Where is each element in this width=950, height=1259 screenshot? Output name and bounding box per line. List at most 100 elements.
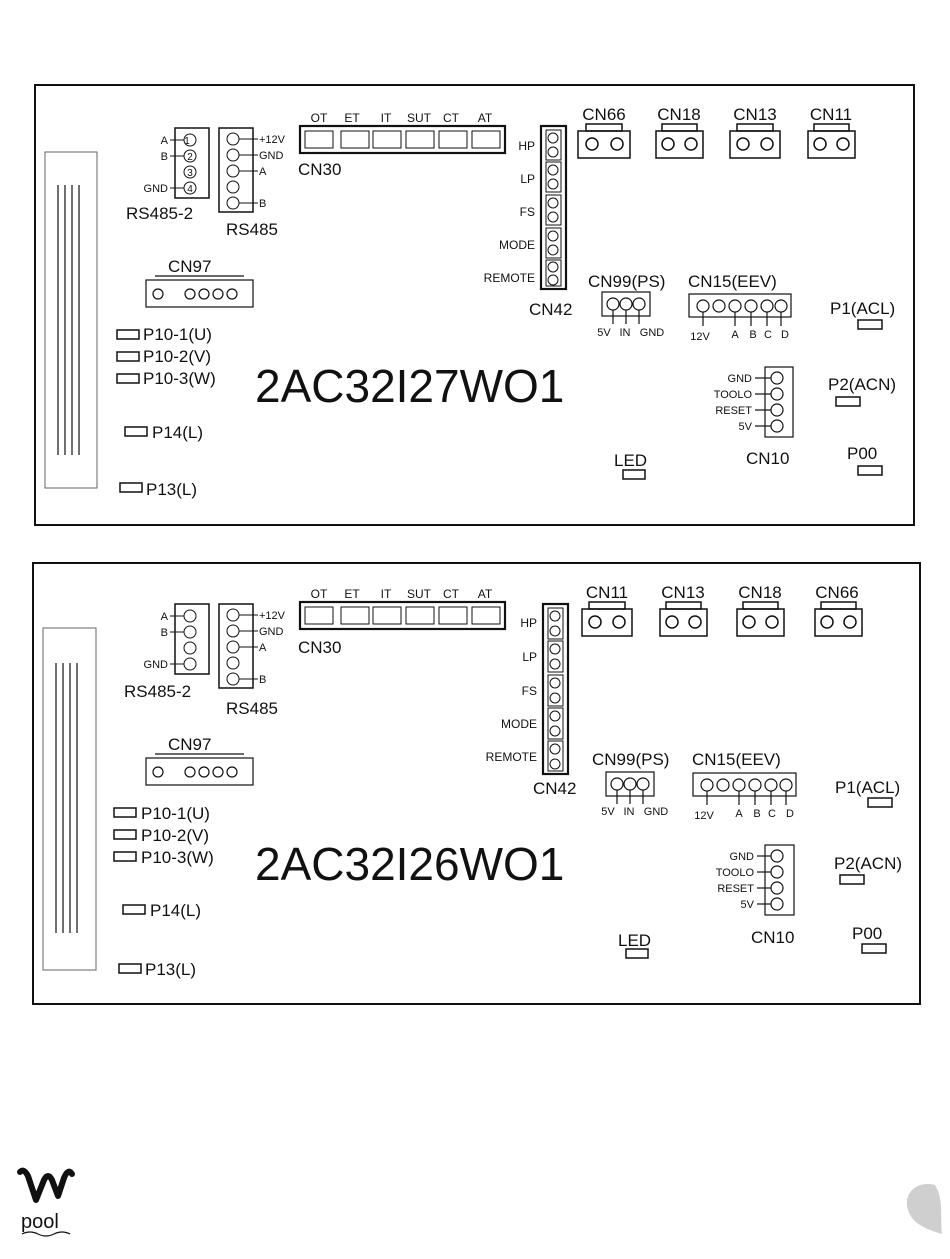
heatsink	[44, 151, 98, 489]
cn10-pin-toolo: TOOLO	[716, 867, 755, 879]
cn66-label: CN66	[815, 583, 858, 602]
rs485-pin-b: B	[259, 674, 266, 686]
cn42-lp: LP	[522, 650, 537, 664]
cn30-connector	[298, 124, 507, 155]
svg-text:2: 2	[187, 152, 193, 163]
logo-wave-icon	[21, 1231, 71, 1237]
cn15-pin-c: C	[768, 808, 776, 820]
cn15-pin-b: B	[749, 329, 756, 341]
cn42-fs: FS	[520, 205, 535, 219]
cn18-label: CN18	[738, 583, 781, 602]
cn42-hp: HP	[520, 616, 537, 630]
svg-text:1: 1	[184, 136, 190, 147]
cn99-connector	[605, 771, 655, 804]
cn15-pin-12v: 12V	[694, 810, 714, 822]
rs485-2-pin-b: B	[161, 627, 168, 639]
cn42-connector	[541, 602, 570, 776]
top-connectors	[581, 601, 863, 637]
cn99-pin-gnd: GND	[640, 327, 665, 339]
terminal-p1: P1(ACL)	[835, 778, 900, 797]
rs485-pin-gnd: GND	[259, 626, 284, 638]
board-model: 2AC32I26WO1	[255, 838, 564, 890]
cn10-connector	[757, 844, 795, 916]
cn13-label: CN13	[733, 105, 776, 124]
rs485-label: RS485	[226, 699, 278, 718]
rs485-pin-a: A	[259, 166, 267, 178]
cn99-pin-in: IN	[620, 327, 631, 339]
cn15-label: CN15(EEV)	[688, 272, 777, 291]
cn30-sensor-at: AT	[478, 111, 493, 125]
terminal-p2: P2(ACN)	[834, 854, 902, 873]
cn42-mode: MODE	[499, 238, 535, 252]
cn30-sensor-it: IT	[381, 587, 392, 601]
rs485-2-pin-b: B	[161, 151, 168, 163]
page-corner-drop-icon	[906, 1184, 942, 1234]
cn15-pin-d: D	[786, 808, 794, 820]
cn97-connector	[145, 753, 254, 786]
cn97-connector	[145, 275, 254, 308]
brand-logo: pool	[17, 1167, 75, 1237]
cn15-label: CN15(EEV)	[692, 750, 781, 769]
cn10-pin-5v: 5V	[741, 899, 755, 911]
cn30-sensor-it: IT	[381, 111, 392, 125]
cn42-label: CN42	[533, 779, 576, 798]
cn10-pin-toolo: TOOLO	[714, 389, 753, 401]
rs485-2-label: RS485-2	[124, 682, 191, 701]
cn11-label: CN11	[810, 105, 852, 124]
cn13-label: CN13	[661, 583, 704, 602]
rs485-pin-gnd: GND	[259, 150, 284, 162]
cn42-remote: REMOTE	[484, 271, 535, 285]
cn30-sensor-ct: CT	[443, 587, 460, 601]
heatsink	[42, 627, 97, 971]
rs485-2-pin-a: A	[161, 135, 169, 147]
cn97-label: CN97	[168, 257, 211, 276]
logo-text: pool	[21, 1211, 59, 1233]
cn15-pin-c: C	[764, 329, 772, 341]
terminal-pads	[113, 797, 893, 974]
cn66-label: CN66	[582, 105, 625, 124]
terminal-p13: P13(L)	[145, 960, 196, 979]
rs485-2-label: RS485-2	[126, 204, 193, 223]
terminal-p00: P00	[847, 444, 877, 463]
rs485-connector	[218, 603, 258, 689]
terminal-p1: P1(ACL)	[830, 299, 895, 318]
rs485-2-pin-gnd: GND	[144, 183, 169, 195]
cn10-pin-reset: RESET	[715, 405, 752, 417]
cn99-label: CN99(PS)	[588, 272, 665, 291]
cn42-mode: MODE	[501, 717, 537, 731]
cn97-label: CN97	[168, 735, 211, 754]
cn30-sensor-sut: SUT	[407, 111, 432, 125]
terminal-p10-2: P10-2(V)	[141, 826, 209, 845]
heatsink-fins	[55, 663, 78, 933]
cn42-fs: FS	[522, 684, 537, 698]
cn30-sensor-ot: OT	[311, 111, 328, 125]
cn30-label: CN30	[298, 160, 341, 179]
cn30-sensor-et: ET	[344, 587, 360, 601]
terminal-p10-3: P10-3(W)	[141, 848, 214, 867]
cn15-pin-12v: 12V	[690, 331, 710, 343]
rs485-connector	[218, 127, 258, 213]
cn30-sensor-sut: SUT	[407, 587, 432, 601]
cn30-sensor-at: AT	[478, 587, 493, 601]
rs485-2-pin-a: A	[161, 611, 169, 623]
cn10-pin-5v: 5V	[739, 421, 753, 433]
led-label: LED	[614, 451, 647, 470]
cn10-pin-gnd: GND	[730, 851, 755, 863]
board-outline	[32, 562, 921, 1005]
cn99-pin-in: IN	[624, 806, 635, 818]
svg-text:3: 3	[187, 168, 193, 179]
led-label: LED	[618, 931, 651, 950]
cn18-label: CN18	[657, 105, 700, 124]
cn30-sensor-et: ET	[344, 111, 360, 125]
board-model: 2AC32I27WO1	[255, 360, 564, 412]
terminal-p10-2: P10-2(V)	[143, 347, 211, 366]
cn42-lp: LP	[520, 172, 535, 186]
cn42-remote: REMOTE	[486, 750, 537, 764]
top-connectors	[577, 123, 856, 159]
rs485-2-pin-gnd: GND	[144, 659, 169, 671]
cn42-hp: HP	[518, 139, 535, 153]
cn15-connector	[688, 293, 792, 326]
rs485-pin-12v: +12V	[259, 134, 286, 146]
cn10-connector	[755, 366, 794, 438]
